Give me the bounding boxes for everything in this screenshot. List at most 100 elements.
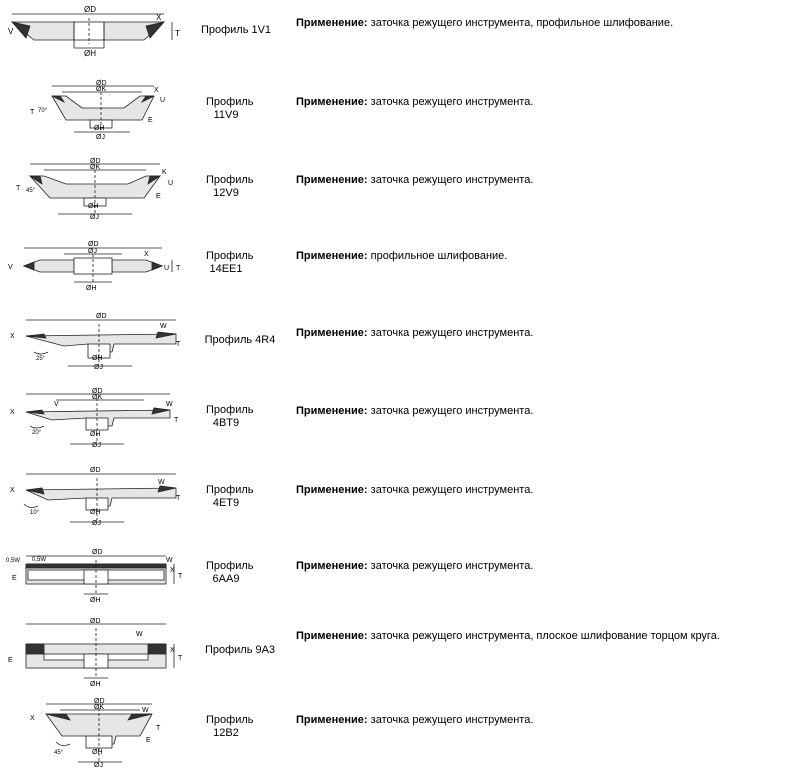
- dim-x: X: [10, 409, 15, 416]
- dim-j: ØJ: [94, 762, 103, 768]
- application-label: Применение:: [296, 250, 368, 262]
- dim-h: ØH: [94, 125, 105, 132]
- dim-x: X: [154, 87, 159, 94]
- application-text: заточка режущего инструмента.: [370, 484, 534, 496]
- dim-j: ØJ: [90, 214, 99, 220]
- profile-row-1v1: ØD X V T ØH Профиль 1V1 Применение: зато…: [0, 0, 800, 62]
- profile-row-11v9: ØD ØK X U T 70° E ØH ØJ Профиль 11V9 При…: [0, 78, 800, 140]
- dim-w: W: [166, 401, 173, 408]
- profile-row-14ee1: ØD ØJ X V U T ØH Профиль 14EE1 Применени…: [0, 234, 800, 292]
- profile-drawing-12v9: ØD ØK K U T 45° E ØH ØJ: [4, 154, 186, 220]
- dim-e: E: [156, 193, 161, 200]
- application-label: Применение:: [296, 714, 368, 726]
- profile-name-1v1: Профиль 1V1: [200, 24, 272, 36]
- profile-name-9a3: Профиль 9A3: [204, 644, 276, 656]
- application-label: Применение:: [296, 560, 368, 572]
- dim-k: ØK: [92, 394, 102, 401]
- profile-drawing-1v1: ØD X V T ØH: [4, 0, 186, 62]
- profile-name-14ee1: Профиль 14EE1: [206, 250, 254, 275]
- profile-row-4et9: ØD W X T 10° ØH ØJ Профиль 4ET9 Применен…: [0, 464, 800, 526]
- dim-h: ØH: [90, 681, 101, 688]
- dim-w: W: [166, 557, 173, 564]
- application-text: профильное шлифование.: [370, 250, 508, 262]
- dim-e: E: [8, 657, 13, 664]
- profile-drawing-6aa9: 0,5W 0,5W ØD W E X T ØH: [4, 542, 186, 604]
- dim-d: ØD: [90, 158, 101, 165]
- dim-t: T: [178, 655, 183, 662]
- dim-e: E: [148, 117, 153, 124]
- dim-d: ØD: [88, 241, 99, 248]
- application-label: Применение:: [296, 405, 368, 417]
- dim-t: T: [156, 725, 161, 732]
- dim-j: ØJ: [94, 364, 103, 370]
- dim-x: X: [170, 647, 175, 654]
- profile-name-4et9: Профиль 4ET9: [206, 484, 254, 509]
- profile-application-4bt9: Применение: заточка режущего инструмента…: [296, 405, 796, 418]
- dim-angle: 45°: [54, 750, 64, 756]
- profile-name-12b2: Профиль 12B2: [206, 714, 254, 739]
- dim-j: ØJ: [92, 520, 101, 526]
- dim-x: X: [10, 487, 15, 494]
- dim-x: X: [170, 567, 175, 574]
- profile-application-4r4: Применение: заточка режущего инструмента…: [296, 327, 796, 340]
- profile-name-4r4: Профиль 4R4: [204, 334, 276, 346]
- dim-v: V: [54, 401, 59, 408]
- profile-row-6aa9: 0,5W 0,5W ØD W E X T ØH Профиль 6AA9 При…: [0, 542, 800, 604]
- dim-j: ØJ: [96, 134, 105, 140]
- dim-d: ØD: [96, 80, 107, 87]
- application-text: заточка режущего инструмента.: [370, 560, 534, 572]
- dim-d: ØD: [84, 5, 96, 14]
- dim-h: ØH: [90, 431, 101, 438]
- dim-x: X: [144, 251, 149, 258]
- dim-w: W: [158, 479, 165, 486]
- profile-application-12v9: Применение: заточка режущего инструмента…: [296, 174, 796, 187]
- profile-application-4et9: Применение: заточка режущего инструмента…: [296, 484, 796, 497]
- dim-e: E: [146, 737, 151, 744]
- dim-h: ØH: [92, 749, 103, 756]
- dim-t: T: [176, 495, 181, 502]
- dim-angle: 70°: [38, 108, 48, 114]
- dim-h: ØH: [84, 49, 96, 58]
- dim-x: X: [10, 333, 15, 340]
- dim-t: T: [30, 109, 35, 116]
- profile-application-1v1: Применение: заточка режущего инструмента…: [296, 17, 796, 30]
- dim-k: ØK: [90, 164, 100, 171]
- dim-h: ØH: [90, 509, 101, 516]
- profile-drawing-12b2: ØD ØK W X T E 45° ØH ØJ: [4, 698, 186, 768]
- profile-application-9a3: Применение: заточка режущего инструмента…: [296, 630, 766, 643]
- dim-k: ØK: [94, 704, 104, 711]
- dim-w: W: [142, 707, 149, 714]
- application-label: Применение:: [296, 327, 368, 339]
- dim-h: ØH: [86, 285, 97, 292]
- profile-name-12v9: Профиль 12V9: [206, 174, 254, 199]
- profile-name-11v9: Профиль 11V9: [206, 96, 254, 121]
- dim-u: U: [160, 97, 165, 104]
- dim-s1: 0,5W: [6, 558, 20, 564]
- dim-t: T: [176, 265, 181, 272]
- profile-drawing-14ee1: ØD ØJ X V U T ØH: [4, 234, 186, 292]
- dim-angle: 25°: [36, 356, 46, 362]
- profile-name-6aa9: Профиль 6AA9: [206, 560, 254, 585]
- dim-angle: 10°: [30, 510, 40, 516]
- application-label: Применение:: [296, 174, 368, 186]
- profile-drawing-9a3: ØD W E X T ØH: [4, 618, 186, 688]
- dim-d: ØD: [96, 313, 107, 320]
- dim-s2: 0,5W: [32, 557, 46, 563]
- profile-row-9a3: ØD W E X T ØH Профиль 9A3 Применение: за…: [0, 618, 800, 688]
- application-text: заточка режущего инструмента, профильное…: [370, 17, 674, 29]
- dim-d: ØD: [90, 467, 101, 474]
- application-label: Применение:: [296, 96, 368, 108]
- profile-drawing-11v9: ØD ØK X U T 70° E ØH ØJ: [4, 78, 186, 140]
- dim-w: W: [136, 631, 143, 638]
- dim-h: ØH: [92, 355, 103, 362]
- dim-x: X: [156, 13, 162, 22]
- dim-v: V: [8, 264, 13, 271]
- profile-application-14ee1: Применение: профильное шлифование.: [296, 250, 796, 263]
- dim-angle: 20°: [32, 430, 42, 436]
- application-text: заточка режущего инструмента.: [370, 405, 534, 417]
- dim-d: ØD: [94, 698, 105, 705]
- profile-application-12b2: Применение: заточка режущего инструмента…: [296, 714, 796, 727]
- dim-j: ØJ: [92, 442, 101, 448]
- dim-d: ØD: [90, 618, 101, 625]
- dim-d: ØD: [92, 549, 103, 556]
